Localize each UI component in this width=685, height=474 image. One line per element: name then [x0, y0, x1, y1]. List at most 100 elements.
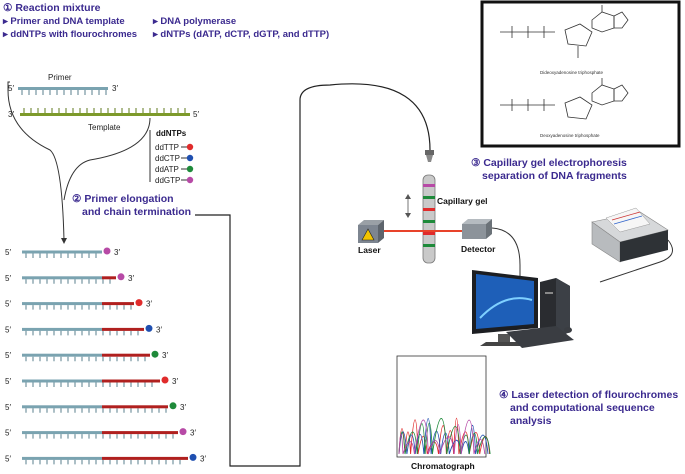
fragment-primer	[22, 405, 102, 409]
ddntp-marker	[186, 165, 194, 173]
reaction-item-dntps: ▸ dNTPs (dATP, dCTP, dGTP, and dTTP)	[153, 29, 330, 40]
capillary-band	[423, 232, 435, 235]
fragment-3prime-label: 3′	[146, 300, 152, 309]
fragment-extension	[102, 456, 188, 460]
sample-loading-line	[195, 83, 431, 467]
fragment: 5′ 3′	[5, 376, 178, 387]
fragment-terminator	[189, 453, 197, 461]
fragment-3prime-label: 3′	[114, 248, 120, 257]
fragment-5prime-label: 5′	[5, 377, 11, 386]
deoxy-structure	[500, 78, 629, 120]
fragment-extension	[102, 302, 134, 306]
fragment-3prime-label: 3′	[156, 325, 162, 334]
deoxy-caption: Deoxyadenosine triphosphate	[540, 133, 600, 138]
chromatograph-label: Chromatograph	[411, 461, 475, 471]
detector-device	[462, 219, 492, 239]
step1-title: ① Reaction mixture	[3, 2, 101, 14]
chromatogram-traces	[398, 417, 491, 455]
reaction-item-primer-text: Primer and DNA template	[10, 16, 125, 27]
fragment-3prime-label: 3′	[190, 429, 196, 438]
bracket-left	[7, 81, 65, 241]
fragment-primer	[22, 379, 102, 383]
detector-label: Detector	[461, 244, 496, 254]
fragment: 5′3′	[5, 273, 134, 284]
ddntp-label: ddGTP	[155, 176, 180, 185]
arrow-up-icon	[405, 194, 411, 199]
capillary-band	[423, 184, 435, 187]
fragment-extension	[102, 431, 178, 435]
fragment-primer	[22, 353, 102, 357]
laser-label: Laser	[358, 245, 381, 255]
fragment-5prime-label: 5′	[5, 403, 11, 412]
fragment-primer	[22, 302, 102, 306]
fragment-terminator	[151, 350, 159, 358]
fragment-3prime-label: 3′	[128, 274, 134, 283]
fragment: 5′ 3′	[5, 402, 186, 413]
fragment-primer	[22, 456, 102, 460]
template-5prime-label: 5′	[193, 110, 199, 119]
capillary-band	[423, 196, 435, 199]
fragment-primer	[22, 431, 102, 435]
printer-icon	[591, 207, 669, 263]
fragment-3prime-label: 3′	[200, 454, 206, 463]
fragment-3prime-label: 3′	[172, 377, 178, 386]
printer-cable	[599, 239, 673, 283]
molecule-box	[480, 0, 681, 148]
fragment-primer	[22, 250, 102, 254]
fragment-terminator	[169, 402, 177, 410]
capillary-label: Capillary gel	[437, 196, 488, 206]
arrow-down-small-icon	[405, 213, 411, 218]
reaction-item-primer: ▸ Primer and DNA template	[3, 16, 125, 27]
fragment-5prime-label: 5′	[5, 454, 11, 463]
step2-line1: ② Primer elongation	[72, 193, 174, 205]
fragment-extension	[102, 405, 168, 409]
step2-line2: and chain termination	[82, 206, 192, 218]
dideoxy-caption: Dideoxyadenosine triphosphate	[540, 70, 604, 75]
template-strand	[20, 108, 190, 116]
fragment-primer	[22, 327, 102, 331]
fragment-extension	[102, 379, 160, 383]
ddntp-label: ddTTP	[155, 143, 179, 152]
mouse-icon	[564, 327, 572, 333]
fragment-5prime-label: 5′	[5, 429, 11, 438]
fragment-3prime-label: 3′	[180, 403, 186, 412]
fragment-primer	[22, 276, 102, 280]
reaction-item-dntps-text: dNTPs (dATP, dCTP, dGTP, and dTTP)	[160, 29, 330, 40]
fragment-3prime-label: 3′	[162, 351, 168, 360]
fragment: 5′3′	[5, 299, 152, 310]
template-3prime-label: 3′	[8, 110, 14, 119]
capillary-band	[423, 244, 435, 247]
dideoxy-structure	[500, 5, 629, 58]
laser-device	[358, 220, 384, 243]
capillary-bands	[423, 184, 435, 247]
fragment-extension	[102, 276, 116, 280]
ddntp-title: ddNTPs	[156, 129, 187, 138]
fragment-5prime-label: 5′	[5, 325, 11, 334]
ddntp-marker	[186, 143, 194, 151]
reaction-item-ddntps: ▸ ddNTPs with flourochromes	[3, 29, 138, 40]
capillary-tube	[422, 174, 436, 264]
step4-line1: ④ Laser detection of flourochromes	[499, 389, 679, 401]
capillary-nozzle	[426, 155, 433, 162]
primer-strand	[18, 87, 108, 95]
reaction-item-polymerase-text: DNA polymerase	[160, 16, 237, 27]
chromatogram-trace	[398, 418, 489, 455]
fragment-extension	[102, 353, 150, 357]
fragment: 5′ 3′	[5, 350, 168, 362]
step3-line2: separation of DNA fragments	[482, 170, 627, 182]
fragment-5prime-label: 5′	[5, 248, 11, 257]
fragment-list: 5′3′5′3′5′3′5′3′5′3′5′3′5′3′5′3′5′3′	[5, 247, 206, 465]
reaction-item-ddntps-text: ddNTPs with flourochromes	[10, 29, 138, 40]
capillary-band	[423, 208, 435, 211]
step3-line1: ③ Capillary gel electrophoresis	[471, 157, 627, 169]
primer-label: Primer	[48, 73, 72, 82]
fragment-5prime-label: 5′	[5, 351, 11, 360]
monitor-icon	[472, 270, 538, 346]
ddntp-label: ddATP	[155, 165, 179, 174]
laser-warning-icon	[361, 228, 375, 241]
capillary-band	[423, 220, 435, 223]
capillary-top-cap	[425, 150, 434, 155]
reaction-item-polymerase: ▸ DNA polymerase	[153, 16, 237, 27]
fragment-terminator	[103, 247, 111, 255]
fragment-terminator	[179, 428, 187, 436]
